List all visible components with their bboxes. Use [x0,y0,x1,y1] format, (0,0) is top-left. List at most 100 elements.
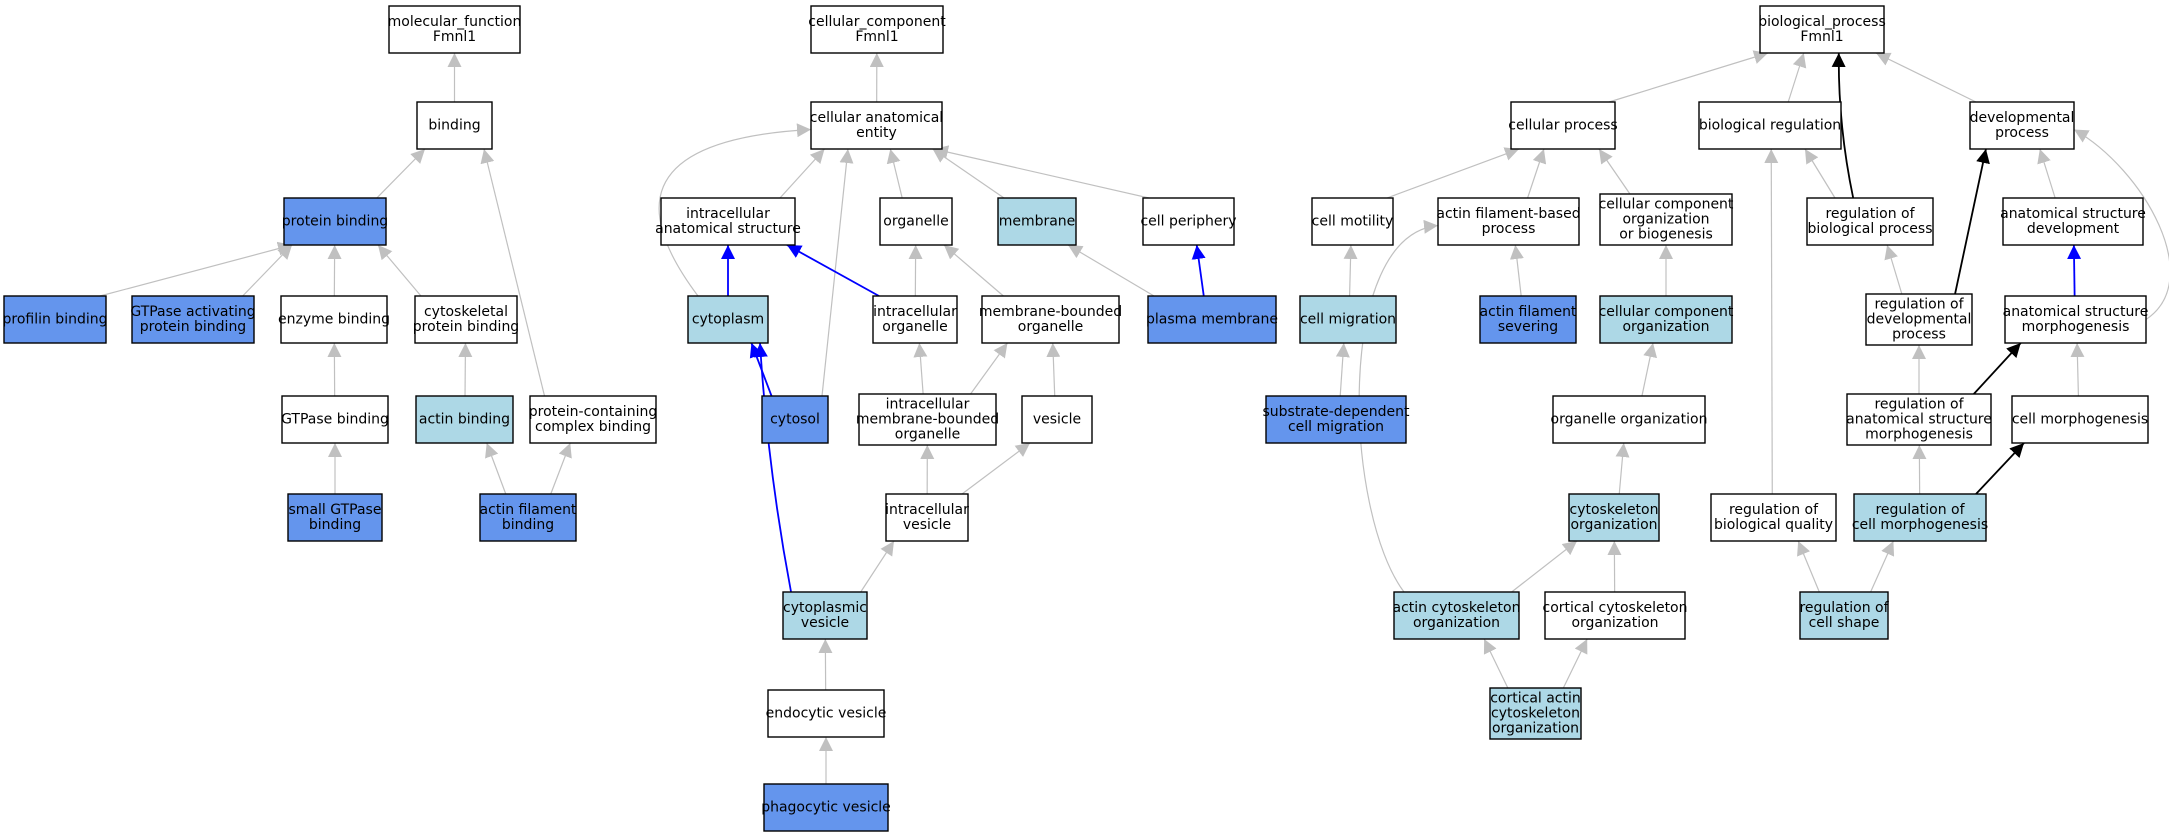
node-box [416,101,493,150]
node-box [1299,295,1397,344]
node-label-line: binding [309,517,361,533]
node-box [2011,395,2149,444]
node-box [1698,101,1842,150]
node-label-line: developmental [1867,312,1972,328]
node-label-line: endocytic vesicle [766,706,887,722]
node-box [1021,395,1093,444]
node-label-line: process [1892,327,1946,343]
node-label-line: anatomical structure [1846,412,1992,428]
node-box [1265,395,1407,444]
node-label-line: anatomical structure [2003,304,2149,320]
node-label-line: binding [428,118,480,134]
node-label-line: organelle [895,427,960,443]
node-label-line: actin filament [480,502,577,518]
edge-afbp-to-cellular_process [1527,148,1547,199]
node-box [281,395,389,444]
edge-intra_mb_organelle-to-intra_organelle [913,342,928,395]
edge-reg_dev_process-to-reg_bio_process [1884,244,1903,295]
edge-reg_bio_quality-to-bio_regulation [1764,148,1779,495]
edge-intra_vesicle-to-vesicle [961,442,1031,495]
node-label-line: cell morphogenesis [1852,517,1988,533]
node-box [1311,197,1394,246]
node-box [1510,101,1616,150]
edge-cyto_vesicle-to-intra_vesicle [860,540,895,593]
edge-vesicle-to-mb_organelle [1046,342,1061,397]
node-actin-binding: actin binding [415,395,514,444]
edge-af_severing-to-afbp [1509,244,1524,297]
node-box [1479,295,1577,344]
node-label-line: morphogenesis [1865,427,1973,443]
node-box [763,783,889,832]
node-label-line: cell morphogenesis [2012,412,2148,428]
edge-reg_cell_shape-to-reg_bio_quality [1797,540,1820,593]
node-label-line: organization [1571,615,1658,631]
node-label-line: biological regulation [1699,118,1841,134]
node-box [885,493,969,542]
edge-sdcm-to-cell_migration [1335,342,1350,397]
node-label-line: organelle [883,214,948,230]
node-label-line: protein binding [413,319,519,335]
edge-actin_filament_binding-to-actin_binding [485,442,507,495]
node-label-line: cellular component [1599,197,1734,213]
edge-caco-to-aco [1483,638,1509,689]
node-label-line: regulation of [1874,297,1964,313]
node-label-line: cytoskeletal [424,304,508,320]
edge-profilin_binding-to-protein_binding [99,241,293,297]
edge-bio_regulation-to-bp_root [1787,52,1807,103]
node-box [1147,295,1277,344]
node-box [1489,687,1582,740]
node-box [858,393,997,446]
edge-organelle_org-to-cco [1641,342,1658,397]
node-cell-periphery: cell periphery [1140,197,1237,246]
edge-intra_organelle-to-ias [786,244,880,297]
edge-cyto_org-to-organelle_org [1615,442,1630,495]
node-box [872,295,958,344]
node-box [1759,5,1885,54]
node-label-line: intracellular [873,304,957,320]
node-box [414,295,518,344]
node-label-line: cell shape [1809,615,1880,631]
node-label-line: vesicle [801,615,849,631]
node-binding: binding [416,101,493,150]
node-box [287,493,383,542]
node-label-line: binding [502,517,554,533]
edge-cytoplasm-to-cae [658,123,812,297]
node-box [3,295,107,344]
node-box [1710,493,1837,542]
node-label-line: cortical actin [1490,691,1581,707]
edge-dev_process-to-bp_root [1875,52,1977,103]
node-label-line: process [1482,221,1536,237]
node-label-line: profilin binding [2,312,107,328]
node-label-line: organization [1492,721,1579,737]
node-label-line: organization [1622,212,1709,228]
node-box [810,101,943,150]
node-label-line: biological_process [1758,14,1886,30]
node-box [280,295,388,344]
node-profilin-binding: profilin binding [2,295,108,344]
node-label-line: membrane-bounded [856,412,999,428]
edge-gtpase_activating-to-protein_binding [242,244,293,297]
node-box [1599,295,1733,344]
edge-cell_migration-to-cell_motility [1343,244,1358,297]
node-label-line: cellular anatomical [810,110,943,126]
node-label-line: protein-containing [529,404,657,420]
node-label-line: intracellular [886,397,970,413]
edge-reg_bio_process-to-bp_root [1831,52,1855,199]
node-label-line: biological process [1808,221,1933,237]
